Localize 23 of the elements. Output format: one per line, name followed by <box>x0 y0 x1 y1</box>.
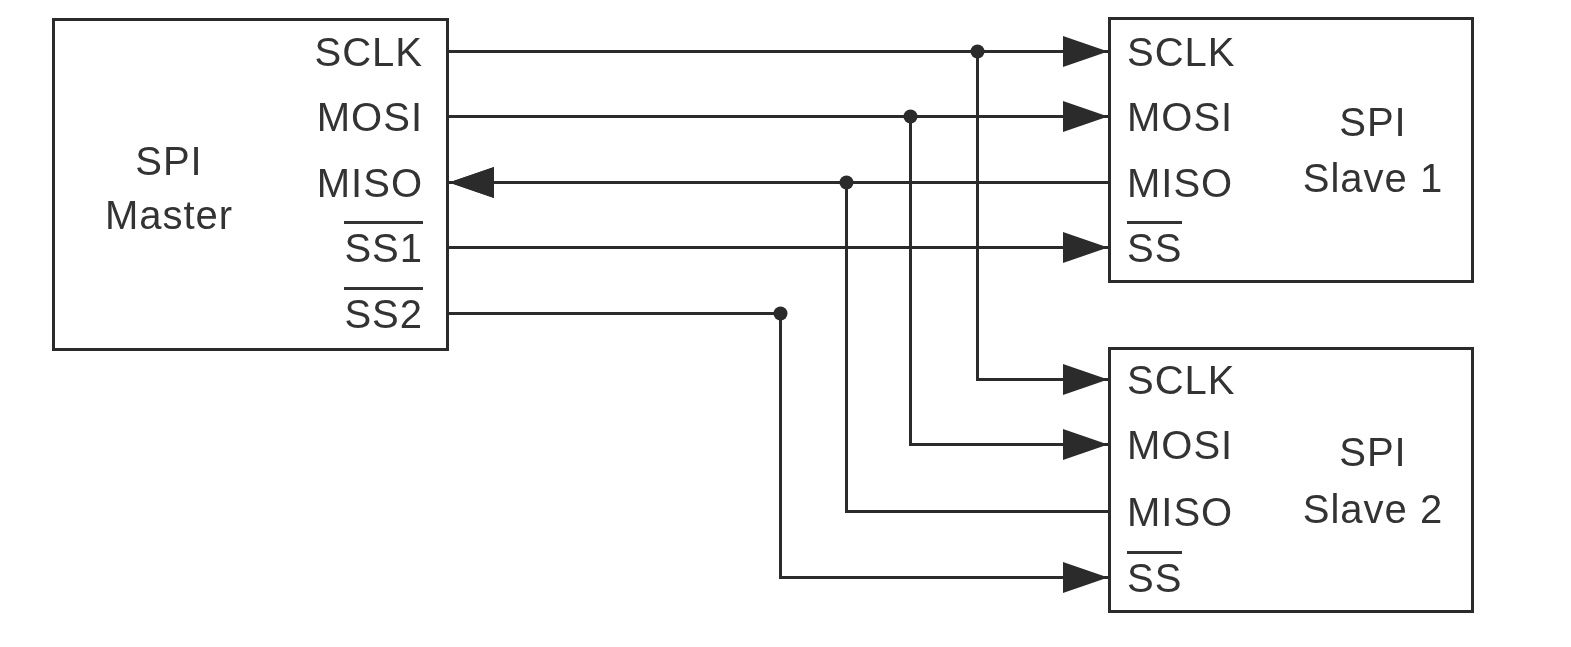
pin-label: SS1 <box>344 221 423 268</box>
pin-label: MISO <box>1127 163 1234 203</box>
device-label: SPI Master <box>103 138 235 239</box>
pin-label: SS2 <box>344 287 423 334</box>
pin-label: MOSI <box>1127 97 1234 137</box>
device-box <box>52 18 449 351</box>
branching-arrow <box>449 101 1108 460</box>
signal-arrow <box>449 232 1108 263</box>
device-label: SPI Slave 2 <box>1301 429 1445 533</box>
pin-label: SS <box>1127 551 1183 598</box>
pin-label: MOSI <box>316 97 423 137</box>
device-label: SPI Slave 1 <box>1301 99 1445 202</box>
pin-label: SCLK <box>314 32 423 72</box>
signal-arrow <box>449 306 1108 593</box>
pin-label: SS <box>1127 221 1183 268</box>
pin-label: MISO <box>316 163 423 203</box>
device-box <box>1108 17 1474 283</box>
pin-label: SCLK <box>1127 360 1236 400</box>
pin-label: MISO <box>1127 492 1234 532</box>
pin-label: SCLK <box>1127 32 1236 72</box>
branching-arrow <box>449 36 1108 395</box>
pin-label: MOSI <box>1127 425 1234 465</box>
device-box <box>1108 347 1474 613</box>
